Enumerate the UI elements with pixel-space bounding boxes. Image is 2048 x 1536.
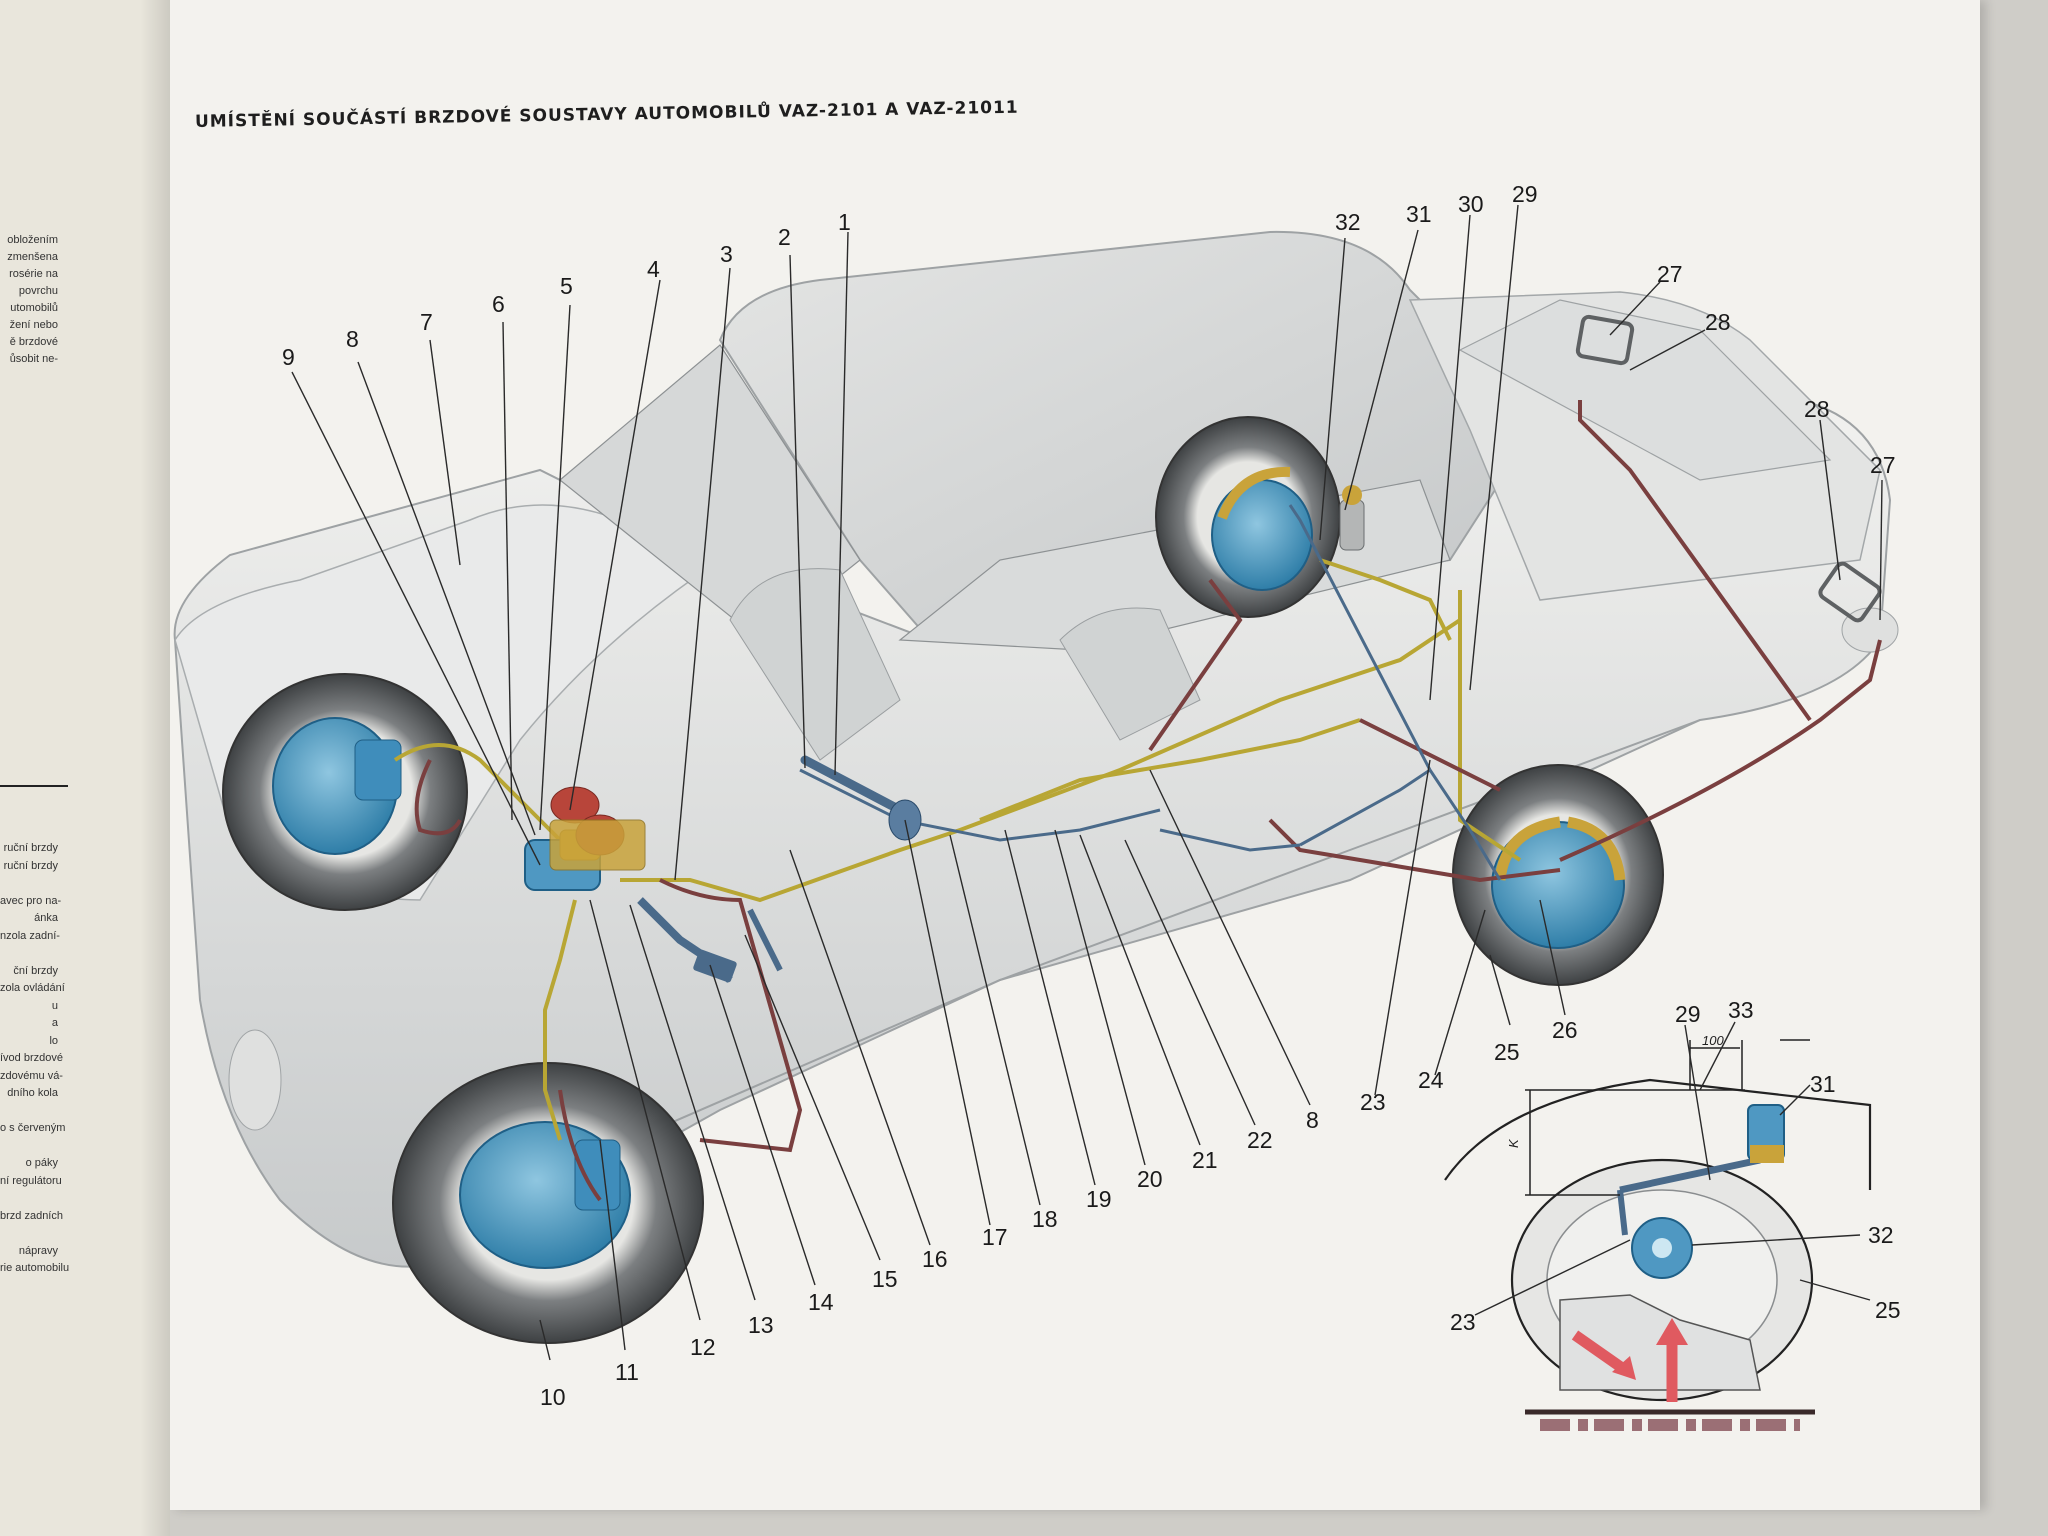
callout-27b: 27	[1870, 452, 1896, 478]
inset-callout-31: 31	[1810, 1071, 1836, 1097]
callout-20: 20	[1137, 1166, 1163, 1192]
margin-line: obložením	[7, 234, 58, 246]
rear-lights	[1575, 314, 1882, 623]
callout-25: 25	[1494, 1039, 1520, 1065]
margin-line: zmenšena	[7, 251, 58, 263]
binding-shadow	[140, 0, 170, 1536]
pressure-regulator	[1339, 485, 1365, 551]
margin-line: ě brzdové	[9, 336, 58, 348]
dim-k: K	[1506, 1138, 1521, 1148]
margin-line: a	[51, 1017, 58, 1029]
rear-right-wheel	[1452, 764, 1664, 986]
callout-numbers: 1 2 3 4 5 6 7 8 9 10 11 12 13 14 15 16 1…	[282, 181, 1896, 1410]
callout-15: 15	[872, 1266, 898, 1292]
master-cylinder	[524, 786, 646, 891]
callout-2: 2	[778, 224, 791, 250]
callout-23: 23	[1360, 1089, 1386, 1115]
callout-6: 6	[492, 291, 505, 317]
inset-callout-25: 25	[1875, 1297, 1901, 1323]
margin-line: ánka	[34, 912, 58, 924]
margin-line: u	[51, 999, 58, 1012]
margin-line: ční brzdy	[13, 964, 58, 977]
margin-rule	[0, 785, 68, 787]
callout-30: 30	[1458, 191, 1484, 217]
callout-8: 8	[346, 326, 359, 352]
dim-100: 100	[1702, 1033, 1724, 1048]
callout-26: 26	[1552, 1017, 1578, 1043]
callout-12: 12	[690, 1334, 716, 1360]
callout-27: 27	[1657, 261, 1683, 287]
inset-callout-33: 33	[1728, 997, 1754, 1023]
inset-rear-axle-detail: 100 K	[1444, 1033, 1872, 1431]
margin-line: brzd zadních	[0, 1209, 63, 1222]
inset-callout-23: 23	[1450, 1309, 1476, 1335]
inset-callout-29: 29	[1675, 1001, 1701, 1027]
callout-9: 9	[282, 344, 295, 370]
callout-21: 21	[1192, 1147, 1218, 1173]
callout-3: 3	[720, 241, 733, 267]
margin-line: ruční brzdy	[3, 842, 58, 854]
front-right-wheel	[392, 1062, 704, 1344]
margin-line: ní regulátoru	[0, 1174, 62, 1187]
callout-24: 24	[1418, 1067, 1444, 1093]
margin-line: rosérie na	[9, 268, 58, 280]
margin-line: povrchu	[18, 285, 58, 297]
margin-line: rie automobilu	[0, 1262, 70, 1274]
callout-8b: 8	[1306, 1107, 1319, 1133]
brake-pedal	[637, 897, 783, 983]
callout-14: 14	[808, 1289, 834, 1315]
margin-line: ruční brzdy	[3, 859, 58, 872]
rear-left-wheel	[1155, 416, 1341, 618]
margin-line: ůsobit ne-	[9, 353, 58, 365]
callout-31: 31	[1406, 201, 1432, 227]
margin-line: dního kola	[7, 1087, 58, 1099]
margin-line: žení nebo	[9, 319, 58, 331]
margin-line: o páky	[25, 1157, 58, 1169]
callout-19: 19	[1086, 1186, 1112, 1212]
callout-5: 5	[560, 273, 573, 299]
callout-32: 32	[1335, 209, 1361, 235]
callout-leaders	[291, 204, 1883, 1361]
inset-callout-numbers: 29 33 31 32 25 23	[1450, 997, 1901, 1335]
margin-line: zdovému vá-	[0, 1069, 63, 1082]
handbrake-cable	[799, 504, 1502, 881]
margin-line: zola ovládání	[0, 982, 65, 994]
margin-line: o s červeným	[0, 1122, 66, 1134]
margin-line: utomobilů	[10, 302, 58, 314]
callout-22: 22	[1247, 1127, 1273, 1153]
margin-line: lo	[49, 1034, 58, 1047]
brake-hoses	[414, 400, 1882, 1202]
callout-16: 16	[922, 1246, 948, 1272]
callout-4: 4	[647, 256, 660, 282]
callout-11: 11	[615, 1359, 639, 1385]
margin-line: nápravy	[18, 1244, 58, 1257]
callout-28: 28	[1705, 309, 1731, 335]
callout-29: 29	[1512, 181, 1538, 207]
facing-page-left	[0, 0, 170, 1536]
callout-7: 7	[420, 309, 433, 335]
front-left-wheel	[222, 673, 468, 911]
margin-line: ívod brzdové	[0, 1052, 63, 1064]
margin-line: avec pro na-	[0, 894, 62, 907]
callout-18: 18	[1032, 1206, 1058, 1232]
margin-line: nzola zadní-	[0, 929, 60, 942]
inset-callout-32: 32	[1868, 1222, 1894, 1248]
callout-10: 10	[540, 1384, 566, 1410]
callout-13: 13	[748, 1312, 774, 1338]
brake-pipes	[393, 558, 1522, 1141]
callout-17: 17	[982, 1224, 1008, 1250]
callout-28b: 28	[1804, 396, 1830, 422]
callout-1: 1	[838, 209, 851, 235]
